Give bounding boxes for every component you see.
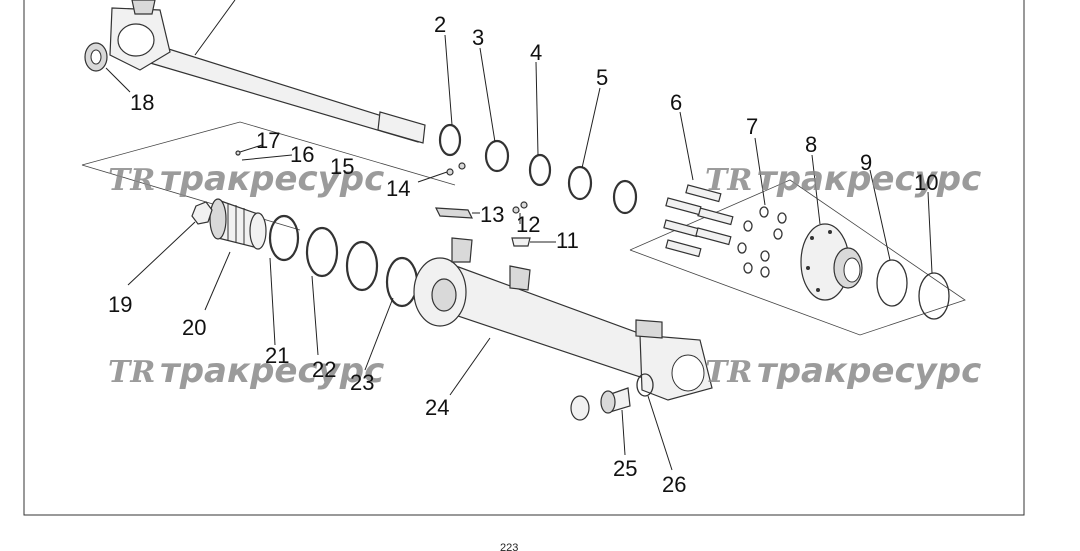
label-24: 24 [425,395,449,420]
svg-text:тракресурс: тракресурс [160,351,384,391]
o-rings-9-10 [869,169,950,320]
piston-rod [109,0,426,144]
washer-set [737,137,787,278]
label-19: 19 [108,292,132,317]
label-18: 18 [130,90,154,115]
label-23: 23 [350,370,374,395]
label-8: 8 [805,132,817,157]
label-17: 17 [256,128,280,153]
label-6: 6 [670,90,682,115]
label-14: 14 [386,176,410,201]
label-12: 12 [516,212,540,237]
label-10: 10 [914,170,938,195]
seal-rings-upper [438,34,638,215]
label-11: 11 [556,228,579,253]
bushing-25 [570,387,631,456]
label-5: 5 [596,65,608,90]
label-4: 4 [530,40,542,65]
label-22: 22 [312,357,336,382]
label-21: 21 [265,343,289,368]
svg-text:TR: TR [705,355,752,390]
svg-text:тракресурс: тракресурс [160,159,384,199]
bolt-set [663,111,734,258]
label-16: 16 [290,142,314,167]
svg-text:тракресурс: тракресурс [757,159,981,199]
svg-text:TR: TR [108,163,155,198]
label-15: 15 [330,154,354,179]
label-2: 2 [434,12,446,37]
watermark-left-top: TR тракресурс [108,159,384,199]
label-3: 3 [472,25,484,50]
svg-text:тракресурс: тракресурс [757,351,981,391]
watermark-left-bottom: TR тракресурс [108,351,384,391]
label-26: 26 [662,472,686,497]
label-20: 20 [182,315,206,340]
small-hardware [235,144,556,247]
svg-text:TR: TR [705,163,752,198]
label-25: 25 [613,456,637,481]
gland-flange-8 [800,154,863,301]
watermark-right-bottom: TR тракресурс [705,351,981,391]
page-number: 223 [500,542,518,551]
nut-19 [127,201,213,286]
label-13: 13 [480,202,504,227]
callout-labels: 2 3 4 5 6 7 8 9 10 11 12 13 14 15 16 17 … [108,12,938,497]
piston-rings [268,214,419,371]
svg-text:TR: TR [108,355,155,390]
ring-26 [636,373,673,471]
drawing-frame [23,0,1025,516]
nut-18 [84,42,131,93]
cylinder-barrel-24 [413,237,713,401]
label-7: 7 [746,114,758,139]
label-9: 9 [860,150,872,175]
watermark-right-top: TR тракресурс [705,159,981,199]
piston-20 [204,198,267,311]
